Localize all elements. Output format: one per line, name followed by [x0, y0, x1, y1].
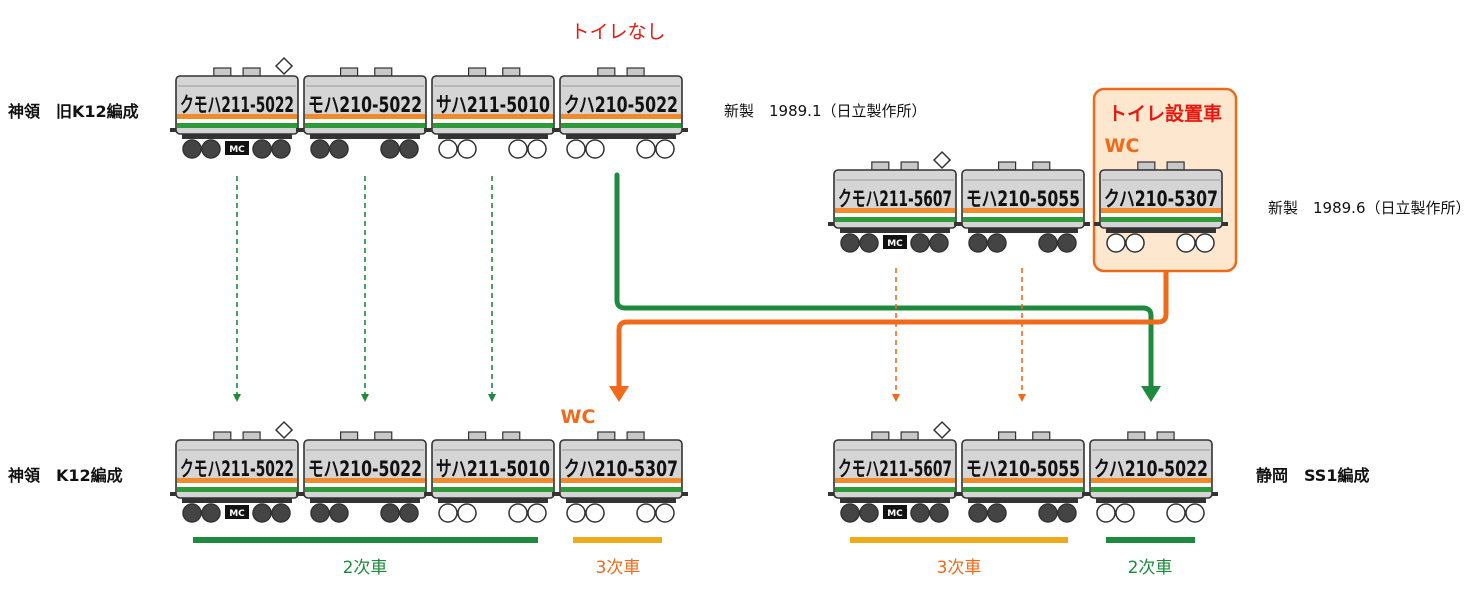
train-donor-toilet-car-car-0: クハ210-5307 [1099, 161, 1223, 253]
formation-name-old-k12: 神領 旧K12編成 [8, 102, 139, 121]
car-number: モハ210-5022 [308, 93, 422, 117]
transfer-line-orange [616, 269, 1169, 391]
car-number: クモハ211-5607 [838, 187, 952, 211]
no-toilet-label: トイレなし [570, 21, 665, 43]
transfer-arrowhead-green [1141, 386, 1161, 402]
car-number: クハ210-5022 [564, 93, 678, 117]
train-ss1-car-2: クハ210-5022 [1089, 431, 1213, 523]
train-ss1-car-1: モハ210-5055 [961, 431, 1085, 523]
train-old-k12-car-2: サハ211-5010 [431, 67, 555, 159]
car-number: サハ211-5010 [436, 93, 550, 117]
train-new-k12-car-3: クハ210-5307 [559, 431, 683, 523]
car-number: クモハ211-5022 [180, 93, 294, 117]
gen-label-ss1-third: 3次車 [937, 558, 982, 578]
train-old-k12-car-3: クハ210-5022 [559, 67, 683, 159]
car-number: クハ210-5307 [1104, 187, 1218, 211]
train-donor-toilet-car: クハ210-5307 [1094, 161, 1228, 253]
car-number: クモハ211-5607 [838, 457, 952, 481]
train-new-k12-car-1: モハ210-5022 [303, 431, 427, 523]
car-number: モハ210-5022 [308, 457, 422, 481]
train-new-k12-car-2: サハ211-5010 [431, 431, 555, 523]
car-number: クハ210-5307 [564, 457, 678, 481]
car-number: クモハ211-5022 [180, 457, 294, 481]
mc-badge: MC [229, 145, 245, 155]
gen-label-k12-third: 3次車 [596, 558, 641, 578]
transfer-line-green [614, 172, 1154, 391]
formation-name-new-k12: 神領 K12編成 [8, 466, 123, 485]
gen-label-ss1-second: 2次車 [1128, 558, 1173, 578]
toilet-car-label: トイレ設置車 [1108, 102, 1222, 125]
transfer-arrowhead-orange [609, 386, 629, 402]
build-note-donor: 新製 1989.6（日立製作所） [1268, 199, 1470, 217]
train-old-k12-car-1: モハ210-5022 [303, 67, 427, 159]
car-number: モハ210-5055 [966, 457, 1080, 481]
toilet-car-wc: WC [1105, 135, 1140, 157]
car-number: サハ211-5010 [436, 457, 550, 481]
gen-label-k12-second: 2次車 [343, 558, 388, 578]
car-number: クハ210-5022 [1094, 457, 1208, 481]
car-number: モハ210-5055 [966, 187, 1080, 211]
wc-label-k12: WC [561, 406, 596, 428]
train-donor-car-1: モハ210-5055 [961, 161, 1085, 253]
mc-badge: MC [887, 509, 903, 519]
mc-badge: MC [887, 239, 903, 249]
formation-name-ss1: 静岡 SS1編成 [1256, 466, 1369, 485]
mc-badge: MC [229, 509, 245, 519]
build-note-old-k12: 新製 1989.1（日立製作所） [724, 102, 927, 120]
